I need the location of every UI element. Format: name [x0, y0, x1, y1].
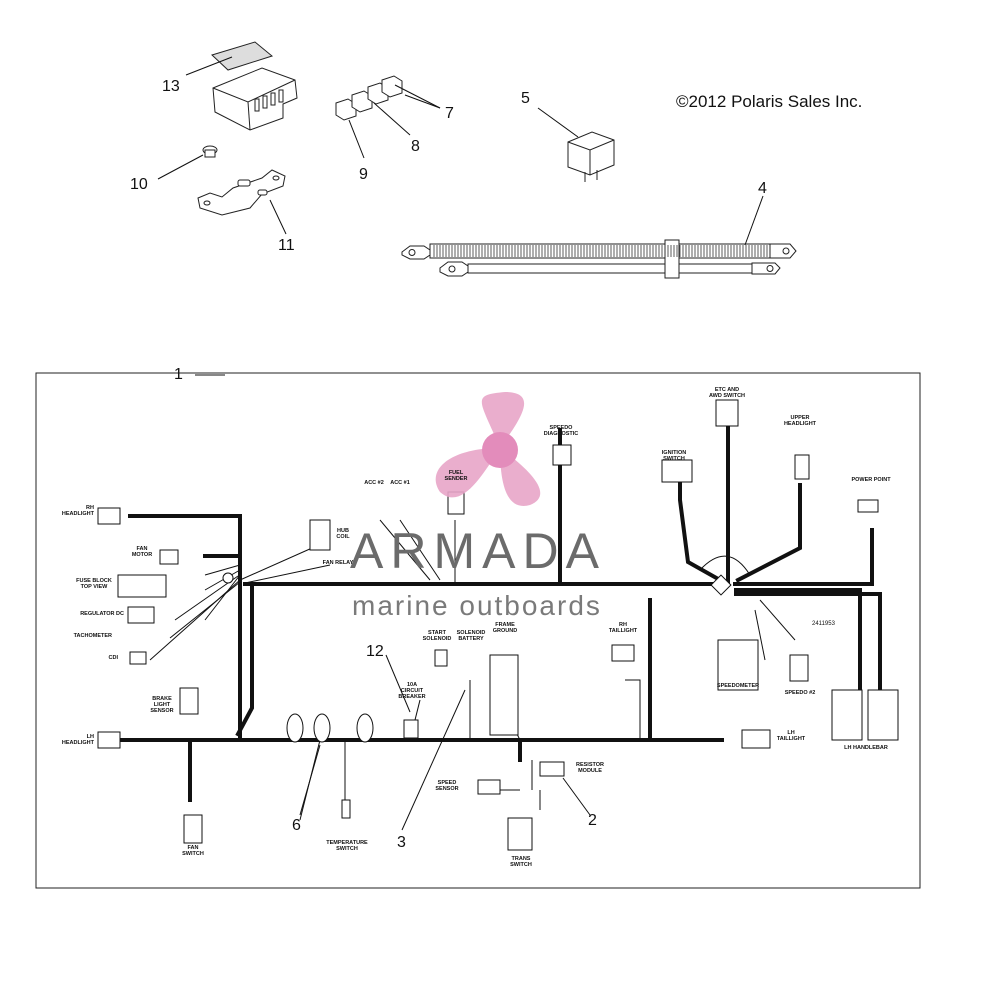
label-speed-sensor: SPEED SENSOR — [435, 780, 459, 792]
connectors — [97, 399, 899, 851]
label-fan-relay: FAN RELAY — [322, 560, 354, 566]
label-temperature-switch: TEMPERATURE SWITCH — [326, 840, 368, 852]
label-circuit-breaker: 10A CIRCUIT BREAKER — [398, 682, 426, 700]
relay-part — [567, 131, 615, 182]
label-upper-headlight: UPPER HEADLIGHT — [783, 415, 817, 427]
callout-12: 12 — [366, 643, 384, 660]
watermark-subtitle: marine outboards — [352, 590, 602, 622]
label-solenoid-battery: SOLENOID BATTERY — [456, 630, 486, 642]
copyright-text: ©2012 Polaris Sales Inc. — [676, 92, 863, 111]
callout-2: 2 — [588, 812, 597, 829]
label-fuse-block: FUSE BLOCK TOP VIEW — [76, 578, 112, 590]
fuses-part — [335, 75, 403, 121]
watermark-propeller-logo — [435, 392, 541, 506]
callout-3: 3 — [397, 834, 406, 851]
label-fan-switch: FAN SWITCH — [182, 845, 204, 857]
label-acc1: ACC #1 — [390, 480, 410, 486]
harness-frame — [35, 372, 921, 889]
label-brake-light-sensor: BRAKE LIGHT SENSOR — [150, 696, 174, 714]
callout-4: 4 — [758, 180, 767, 197]
label-fan-motor: FAN MOTOR — [131, 546, 153, 558]
part-number-text: 2411953 — [812, 621, 835, 627]
label-etc-awd-switch: ETC AND AWD SWITCH — [708, 387, 746, 399]
label-fuel-sender: FUEL SENDER — [444, 470, 468, 482]
callout-6: 6 — [292, 817, 301, 834]
fuse-block-cover-part — [211, 41, 298, 131]
harness-main-lines — [116, 418, 882, 802]
label-hub-coil: HUB COIL — [336, 528, 350, 540]
callout-7: 7 — [445, 105, 454, 122]
label-lh-handlebar: LH HANDLEBAR — [844, 745, 888, 751]
callout-1: 1 — [174, 366, 183, 383]
cable-ribbing — [433, 245, 768, 257]
callout-8: 8 — [411, 138, 420, 155]
label-lh-taillight: LH TAILLIGHT — [776, 730, 806, 742]
callout-9: 9 — [359, 166, 368, 183]
label-tachometer: TACHOMETER — [73, 633, 112, 639]
watermark-title: ARMADA — [350, 523, 606, 579]
bolt-part — [202, 145, 218, 158]
label-trans-switch: TRANS SWITCH — [510, 856, 532, 868]
harness-thin-lines — [149, 519, 796, 821]
label-rh-headlight: RH HEADLIGHT — [61, 505, 94, 517]
label-speedo2: SPEEDO #2 — [784, 690, 816, 696]
label-start-solenoid: START SOLENOID — [422, 630, 452, 642]
label-cdi: CDI — [108, 655, 118, 661]
label-frame-ground: FRAME GROUND — [492, 622, 518, 634]
callout-13: 13 — [162, 78, 180, 95]
label-rh-taillight: RH TAILLIGHT — [608, 622, 638, 634]
callout-10: 10 — [130, 176, 148, 193]
label-regulator-dc: REGULATOR DC — [80, 611, 124, 617]
label-resistor-module: RESISTOR MODULE — [575, 762, 604, 774]
callout-5: 5 — [521, 90, 530, 107]
label-speedometer: SPEEDOMETER — [716, 683, 760, 689]
label-power-point: POWER POINT — [851, 477, 891, 483]
label-acc2: ACC #2 — [364, 480, 384, 486]
label-speedo-diagnostic: SPEEDO DIAGNOSTIC — [543, 425, 579, 437]
callout-11: 11 — [278, 237, 295, 254]
label-ignition-switch: IGNITION SWITCH — [661, 450, 687, 462]
label-lh-headlight: LH HEADLIGHT — [61, 734, 94, 746]
bracket-part — [197, 169, 286, 216]
